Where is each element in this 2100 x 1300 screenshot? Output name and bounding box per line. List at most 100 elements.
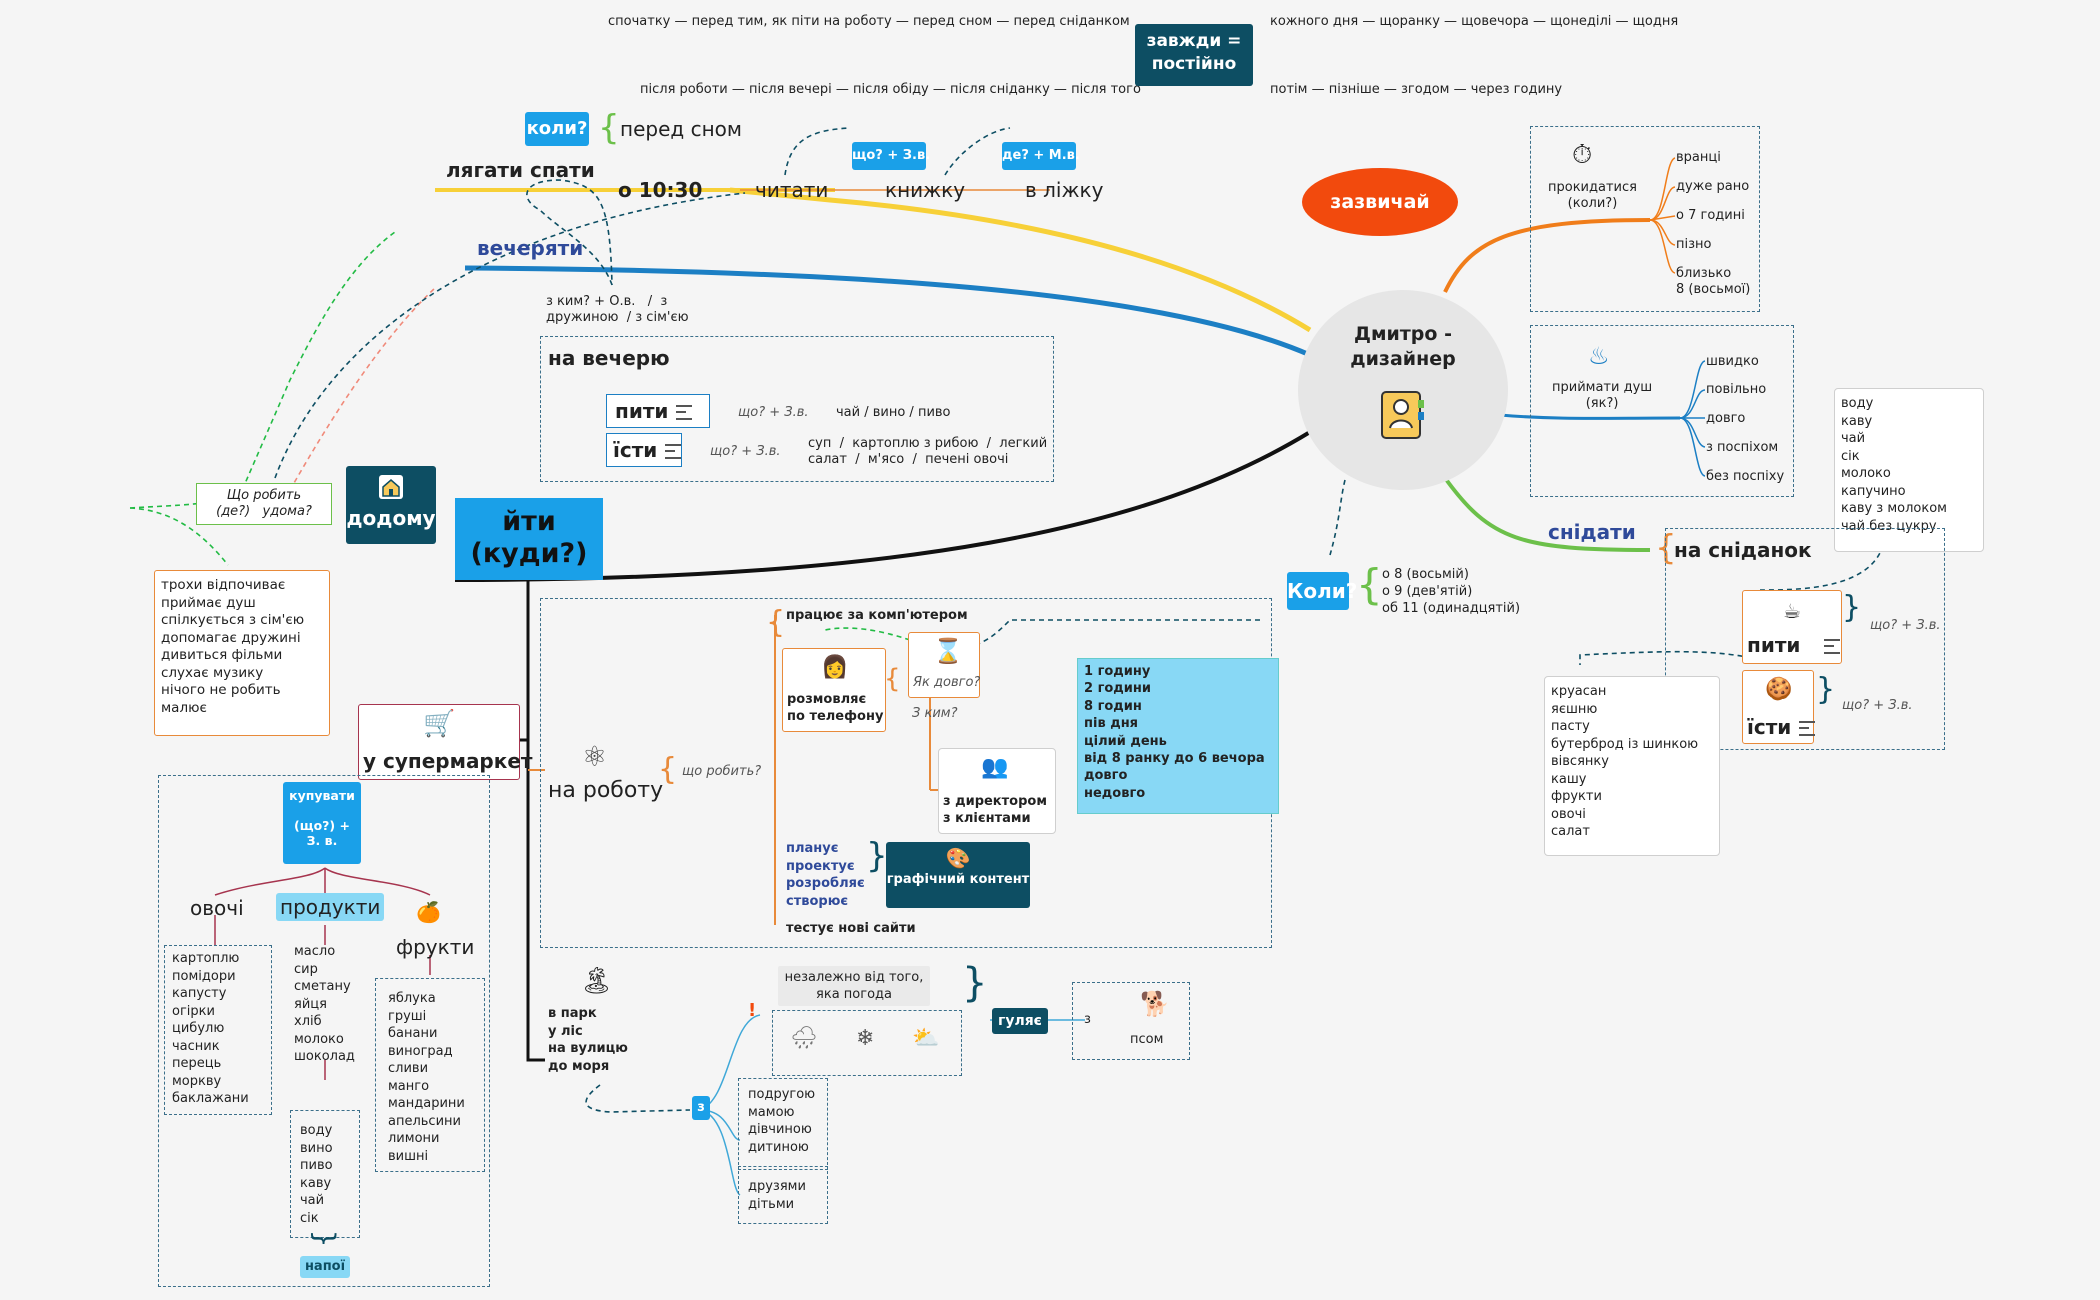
dinner-verb[interactable]: вечеряти (477, 236, 584, 260)
dinner-drink-q: що? + З.в. (738, 405, 809, 420)
graphic-content-label: графічний контент (886, 872, 1030, 887)
wake-item-2: о 7 годині (1676, 208, 1745, 223)
market-node[interactable]: 🛒 у супермаркет (358, 704, 532, 780)
central-node[interactable]: Дмитро - дизайнер (1298, 290, 1508, 490)
buy-node[interactable]: купувати (що?) + З. в. (283, 782, 361, 864)
branch-sleep (729, 187, 1312, 333)
with-whom-label: З ким? (912, 706, 958, 721)
weather-brace: } (962, 960, 988, 1006)
dinner-eat-items: суп / картоплю з рибою / легкий салат / … (808, 436, 1048, 467)
dinner-group (540, 336, 1054, 482)
always-bottom-right-chain: потім — пізніше — згодом — через годину (1270, 82, 1563, 97)
home-label: додому (346, 506, 436, 530)
breakfast-drink-node[interactable]: ☕ пити (1742, 590, 1842, 664)
park-with-tag[interactable]: з (692, 1096, 710, 1120)
breakfast-group (1665, 528, 1945, 750)
rain-cloud-icon: 🌧 (790, 1026, 818, 1051)
always-box-line2: постійно (1151, 54, 1237, 74)
branch-go (454, 430, 1312, 582)
park-kids: друзями дітьми (748, 1179, 806, 1212)
work-label[interactable]: на роботу (548, 778, 664, 803)
work-plans-list: планує проектує розробляє створює (786, 841, 865, 909)
when-tag[interactable]: Коли? (1287, 572, 1357, 610)
breakfast-verb[interactable]: снідати (1548, 520, 1636, 544)
sun-cloud-icon: ⛅ (912, 1026, 940, 1051)
work-computer: працює за комп'ютером (786, 608, 968, 623)
always-top-right-chain: кожного дня — щоранку — щовечора — щонед… (1270, 14, 1679, 29)
breakfast-food-list: круасан яєшню пасту бутерброд із шинкою … (1544, 676, 1720, 856)
park-places[interactable]: в парк у ліс на вулицю до моря (548, 1006, 628, 1074)
shower-item-1: повільно (1706, 382, 1767, 397)
shower-item-4: без поспіху (1706, 469, 1785, 484)
always-box[interactable]: завжди = постійно (1135, 24, 1253, 86)
products-label: продукти (276, 893, 385, 921)
dinner-eat-node[interactable]: їсти (606, 433, 682, 467)
dinner-drink-node[interactable]: пити (606, 394, 710, 428)
shower-group (1530, 325, 1794, 497)
branch-shower (1499, 413, 1681, 420)
how-long-node[interactable]: ⌛ Як довго? (908, 632, 980, 698)
market-group (158, 775, 490, 1287)
breakfast-eat-node[interactable]: 🍪 їсти (1742, 670, 1816, 744)
wake-item-0: вранці (1676, 150, 1721, 165)
central-title-line1: Дмитро - (1354, 323, 1452, 345)
zazvychai-oval[interactable]: зазвичай (1302, 168, 1458, 236)
breakfast-eat-label: їсти (1747, 715, 1792, 739)
shopping-cart-icon: 🛒 (423, 709, 456, 739)
central-title-line2: дизайнер (1350, 348, 1456, 370)
fruit-group (375, 978, 485, 1172)
phone-person-icon: 👩 (821, 655, 849, 680)
how-long-label: Як довго? (913, 675, 981, 690)
where-locative-tag[interactable]: де? + М.в. (1002, 142, 1080, 170)
graphic-content-node[interactable]: 🎨 графічний контент (886, 842, 1030, 908)
phone-node[interactable]: 👩 розмовляє по телефону (782, 648, 886, 732)
breakfast-drink-brace: } (1842, 590, 1862, 625)
palette-icon: 🎨 (945, 846, 971, 870)
sleep-book: книжку (885, 178, 966, 202)
atom-icon: ⚛ (582, 740, 608, 773)
veg-label: овочі (190, 896, 244, 920)
always-box-line1: завжди = (1146, 31, 1242, 51)
coffee-cup-icon: ☕ (1783, 599, 1801, 623)
snowflake-icon: ❄ (856, 1026, 875, 1051)
hourglass-icon: ⌛ (933, 637, 963, 665)
work-brace: { (658, 752, 678, 787)
sleep-verb[interactable]: лягати спати (446, 158, 595, 182)
wake-item-1: дуже рано (1676, 179, 1750, 194)
products-list: масло сир сметану яйця хліб молоко шокол… (294, 944, 355, 1064)
work-question: що робить? (682, 764, 762, 779)
notes-icon (665, 444, 682, 459)
walks-with-label: з (1084, 1012, 1091, 1027)
walks-node[interactable]: гуляє (992, 1008, 1048, 1034)
sleep-when-tag[interactable]: коли? (525, 112, 589, 146)
branch-breakfast (1443, 476, 1651, 552)
stopwatch-icon: ⏱ (1572, 140, 1593, 170)
people-icon: 👥 (981, 755, 1009, 780)
drinks-tag: напої (300, 1256, 350, 1278)
people-group (738, 1078, 828, 1170)
dinner-with: з ким? + О.в. / з дружиною / з сім'єю (546, 294, 689, 325)
shower-item-2: довго (1706, 411, 1746, 426)
sleep-read[interactable]: читати (755, 178, 829, 202)
sleep-time: о 10:30 (618, 178, 703, 202)
dinner-drink-label: пити (615, 399, 669, 423)
fruit-list: яблука груші банани виноград сливи манго… (388, 991, 465, 1164)
what-accusative-tag[interactable]: що? + З.в. (852, 142, 930, 170)
home-question: Що робить (де?) удома? (196, 483, 332, 525)
cookie-icon: 🍪 (1765, 677, 1793, 702)
go-node[interactable]: йти (куди?) (455, 498, 603, 580)
phone-label: розмовляє по телефону (787, 692, 884, 724)
wake-item-4: близько 8 (восьмої) (1676, 266, 1751, 297)
orange-icon: 🍊 (416, 900, 441, 924)
breakfast-eat-brace: } (1816, 672, 1836, 707)
weather-note: незалежно від того, яка погода (778, 966, 930, 1006)
kids-group (738, 1166, 828, 1224)
director-node[interactable]: 👥 з директором з клієнтами (938, 748, 1056, 834)
home-node[interactable]: додому (346, 466, 436, 544)
drinks-group (290, 1110, 360, 1238)
wake-label: прокидатися (коли?) (1548, 180, 1637, 211)
sleep-when-brace: { (598, 108, 620, 148)
palm-island-icon: 🏝 (580, 966, 614, 996)
shower-item-0: швидко (1706, 354, 1759, 369)
